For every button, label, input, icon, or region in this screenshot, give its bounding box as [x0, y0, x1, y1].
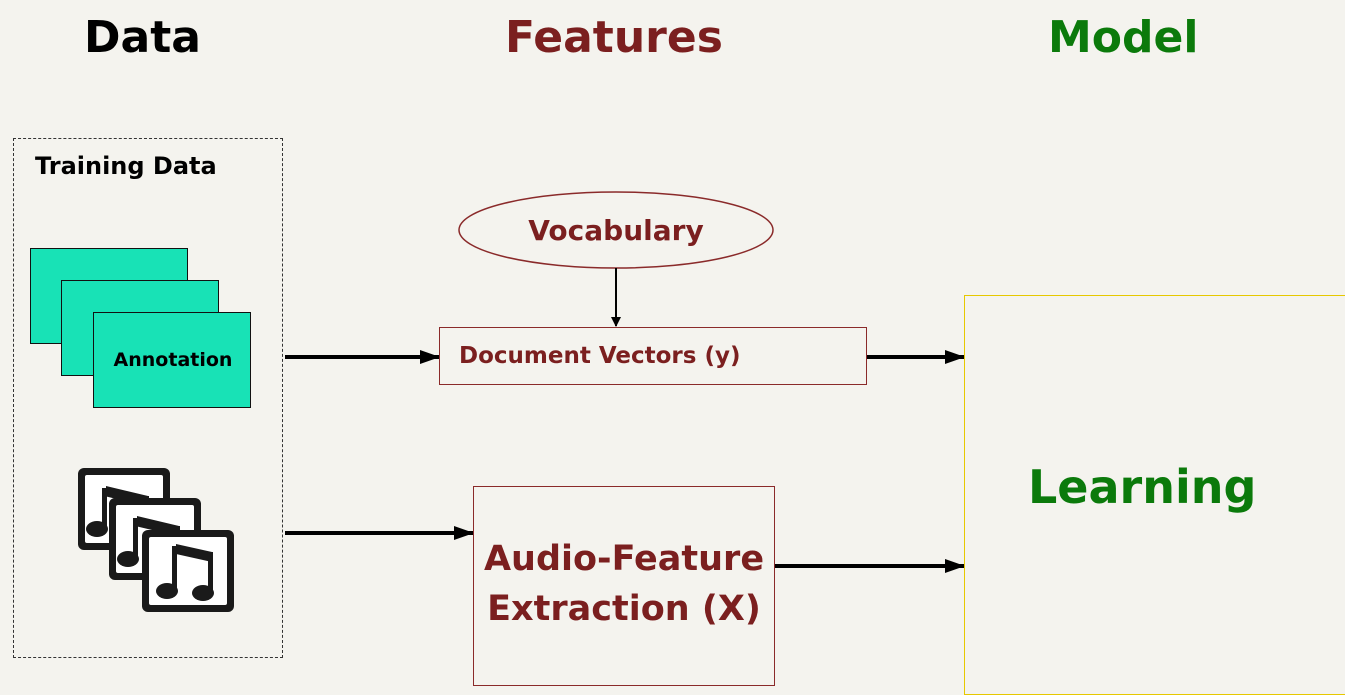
- training-data-container: [13, 138, 283, 658]
- training-data-label: Training Data: [35, 152, 217, 180]
- annotation-label: Annotation: [113, 349, 233, 371]
- learning-label: Learning: [1028, 460, 1257, 514]
- document-vectors-label: Document Vectors (y): [459, 343, 741, 369]
- learning-box: [964, 295, 1345, 695]
- connector-layer: [285, 191, 965, 573]
- audio-feature-line2: Extraction (X): [487, 589, 761, 629]
- diagram-canvas: Data Features Model Training Data Annota…: [13, 12, 1345, 695]
- document-vectors-box: [439, 327, 867, 385]
- audio-feature-line1: Audio-Feature: [483, 539, 765, 579]
- heading-features: Features: [505, 12, 723, 63]
- music-file-icon: [142, 530, 234, 612]
- annotation-card-front: [93, 312, 251, 408]
- heading-data: Data: [84, 12, 201, 63]
- audio-feature-extraction-label: Audio-Feature Extraction (X): [470, 534, 778, 634]
- heading-model: Model: [1048, 12, 1199, 63]
- vocabulary-label: Vocabulary: [528, 213, 704, 247]
